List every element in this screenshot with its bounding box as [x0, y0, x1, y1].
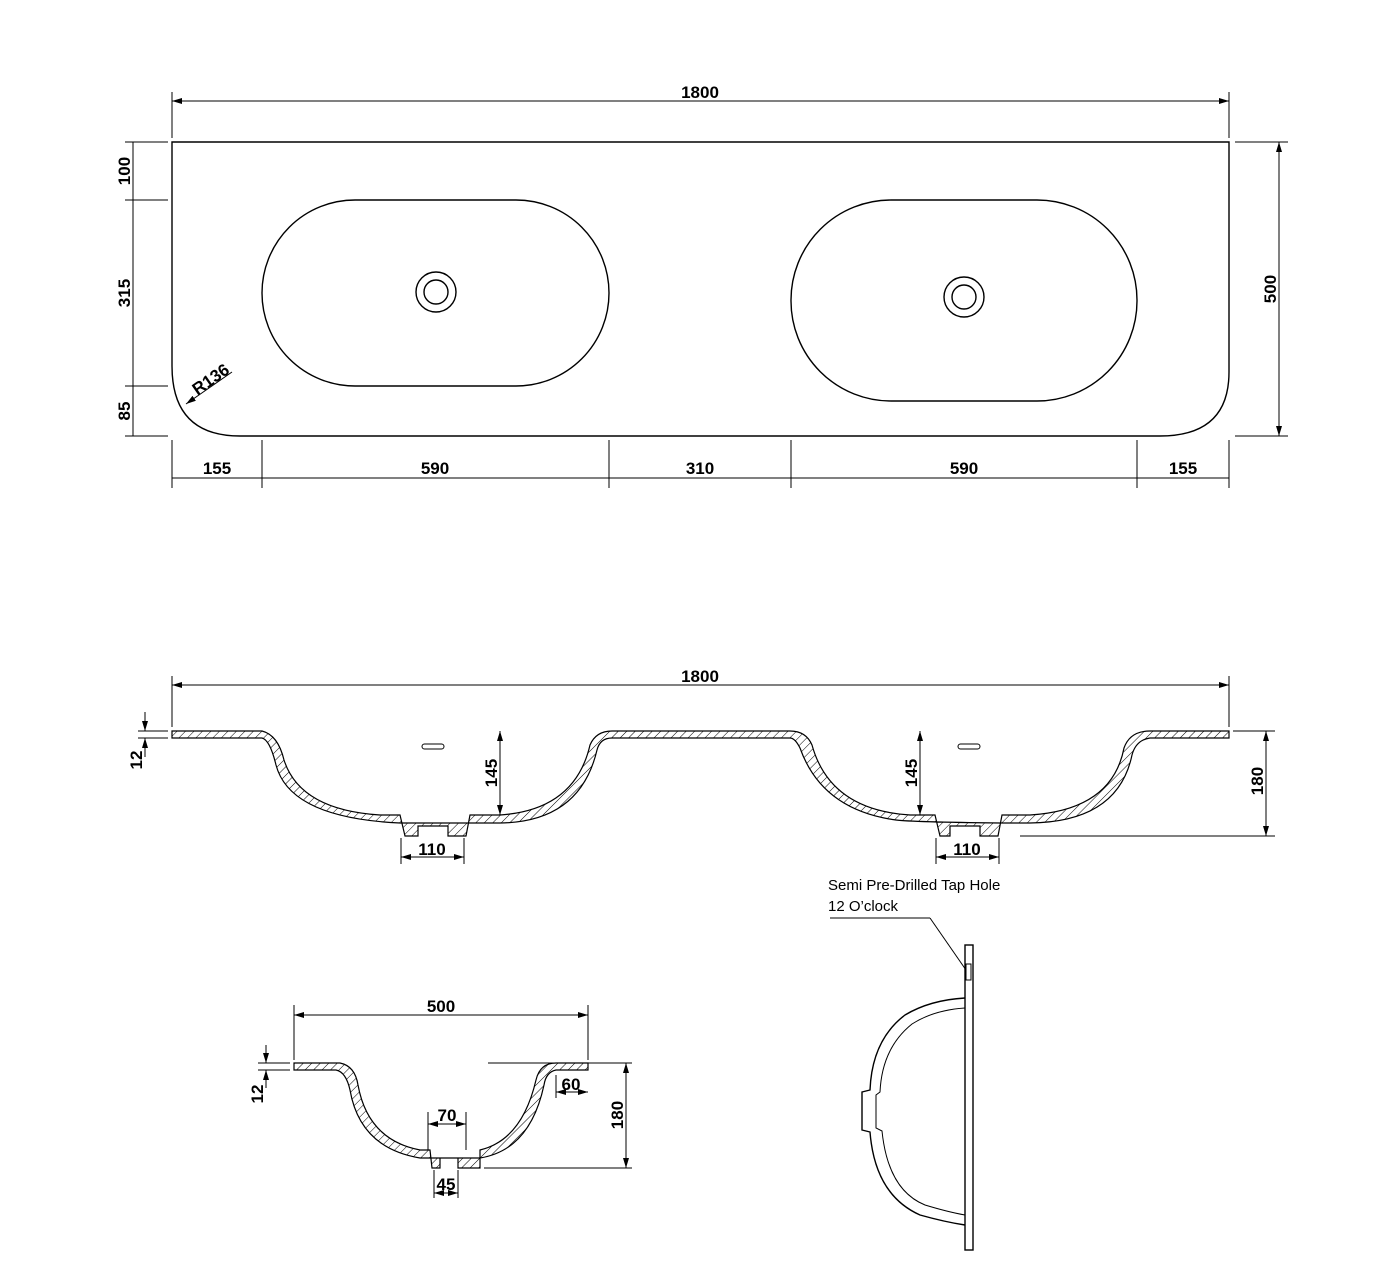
- dim-overall-length: 1800: [681, 83, 719, 102]
- dim-slab-thickness: 12: [127, 751, 146, 770]
- dim-width-1: 155: [203, 459, 231, 478]
- left-drain-icon: [415, 271, 457, 313]
- dim-width-2: 590: [421, 459, 449, 478]
- dim-waste-right: 110: [953, 840, 980, 859]
- dim-front-margin: 85: [115, 402, 134, 421]
- dim-width-5: 155: [1169, 459, 1197, 478]
- dim-waste-outlet: 45: [437, 1175, 456, 1194]
- dim-width-4: 590: [950, 459, 978, 478]
- tap-hole-marker: [965, 963, 972, 981]
- front-section-profile: [171, 730, 1230, 837]
- dim-waste-top: 70: [438, 1106, 457, 1125]
- right-drain-icon: [943, 276, 985, 318]
- basin-elevation-profile: [861, 997, 966, 1226]
- dim-waste-left: 110: [418, 840, 445, 859]
- dim-basin-depth: 315: [115, 279, 134, 307]
- dim-overall-height: 180: [1248, 767, 1267, 795]
- tap-hole-elevation: Semi Pre-Drilled Tap Hole 12 O’clock: [828, 877, 1000, 1251]
- dim-basin-depth-left: 145: [482, 759, 501, 787]
- dim-corner-radius: R136: [189, 360, 233, 399]
- dim-basin-depth-right: 145: [902, 759, 921, 787]
- plan-view: 1800 100 315 85 R136 500 155 590 310 5: [115, 83, 1288, 488]
- vanity-top-outline: [171, 141, 1230, 437]
- dim-side-depth: 500: [427, 997, 455, 1016]
- side-section-view: 500 12 60 70 180 45: [248, 997, 632, 1198]
- dim-overall-depth: 500: [1261, 275, 1280, 303]
- dim-side-slab: 12: [248, 1085, 267, 1104]
- left-basin-outline: [261, 199, 610, 387]
- dim-back-margin: 100: [115, 157, 134, 185]
- backsplash-plate: [964, 944, 974, 1251]
- dim-side-height: 180: [608, 1101, 627, 1129]
- left-overflow-icon: [421, 743, 445, 750]
- dim-section-length: 1800: [681, 667, 719, 686]
- right-overflow-icon: [957, 743, 981, 750]
- dim-rim-width: 60: [562, 1075, 581, 1094]
- annotation-line-2: 12 O’clock: [828, 898, 899, 915]
- right-basin-outline: [790, 199, 1138, 402]
- front-section-view: 1800 12 145 145 180 110 110: [127, 667, 1275, 864]
- dim-width-3: 310: [686, 459, 714, 478]
- annotation-line-1: Semi Pre-Drilled Tap Hole: [828, 877, 1000, 894]
